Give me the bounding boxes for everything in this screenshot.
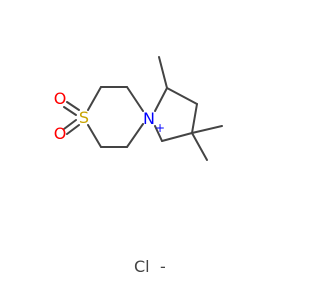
- bond-n-c-ring-top: [154, 87, 168, 112]
- bond-c-n-ring-bottom: [154, 125, 163, 142]
- molecule-drawing: O O S N + Cl -: [54, 56, 223, 276]
- counter-ion-layer: Cl -: [134, 257, 166, 276]
- bond-c-c-ring-bottom: [161, 132, 193, 142]
- structure-diagram: O O S N + Cl -: [53, 56, 223, 276]
- bond-c-n-lower: [126, 123, 144, 148]
- chloride-charge-label: -: [160, 257, 166, 276]
- bond-layer: [63, 56, 223, 161]
- sulfur-label: S: [79, 108, 89, 127]
- bond-c-n-upper: [126, 86, 144, 112]
- bond-c-c-ring-right: [166, 87, 198, 105]
- chloride-label: Cl: [134, 257, 150, 276]
- nitrogen-label: N: [143, 109, 155, 128]
- bond-s-c-lower: [87, 124, 102, 148]
- bond-s-o-top-a: [66, 101, 80, 111]
- bond-methyl-right: [191, 125, 223, 134]
- oxygen-bottom-label: O: [54, 124, 67, 143]
- bond-s-c-upper: [87, 86, 102, 111]
- bond-s-o-bottom-a: [63, 119, 77, 130]
- nitrogen-charge-label: +: [155, 121, 165, 135]
- oxygen-top-label: O: [54, 89, 67, 108]
- atom-label-layer: O O S N +: [54, 89, 165, 143]
- bond-methyl-top: [158, 56, 168, 89]
- bond-s-o-top-b: [63, 106, 77, 116]
- bond-c-c-ring-quaternary: [191, 103, 198, 134]
- bond-s-o-bottom-b: [66, 124, 80, 135]
- bond-methyl-bottom: [191, 132, 208, 161]
